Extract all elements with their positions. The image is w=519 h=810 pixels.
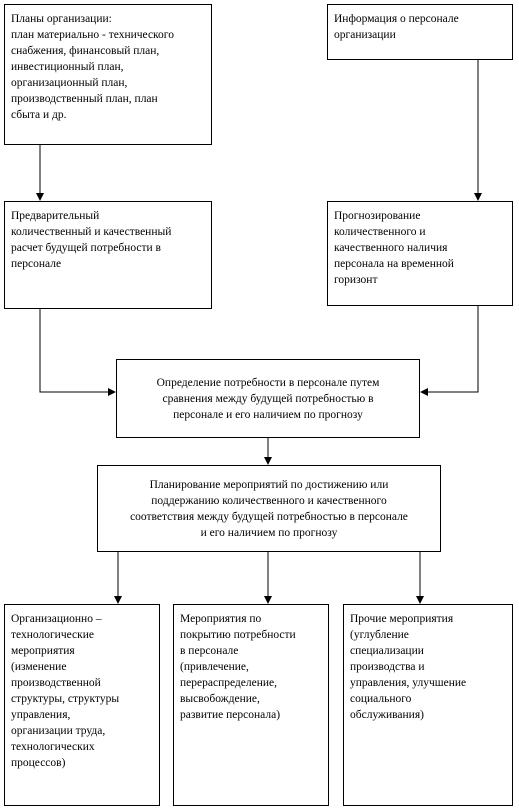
plans-text: Планы организации: план материально - те… <box>11 13 174 121</box>
org-tech-measures-box: Организационно – технологические меропри… <box>4 604 160 806</box>
arrow-preliminary-to-determination <box>39 309 116 396</box>
coverage-measures-text: Мероприятия по покрытию потребности в пе… <box>180 613 296 721</box>
coverage-measures-box: Мероприятия по покрытию потребности в пе… <box>173 604 329 806</box>
forecasting-text: Прогнозирование количественного и качест… <box>334 210 454 286</box>
personnel-info-box: Информация о персонале организации <box>327 4 513 60</box>
forecasting-box: Прогнозирование количественного и качест… <box>327 201 513 306</box>
other-measures-box: Прочие мероприятия (углубление специализ… <box>343 604 513 806</box>
other-measures-text: Прочие мероприятия (углубление специализ… <box>350 613 467 721</box>
measures-planning-text: Планирование мероприятий по достижению и… <box>130 478 408 539</box>
preliminary-calculation-box: Предварительный количественный и качеств… <box>4 201 212 309</box>
preliminary-calculation-text: Предварительный количественный и качеств… <box>11 210 172 270</box>
arrow-forecast-to-determination <box>420 306 479 396</box>
personnel-info-text: Информация о персонале организации <box>334 13 459 41</box>
org-tech-measures-text: Организационно – технологические меропри… <box>11 613 120 769</box>
plans-box: Планы организации: план материально - те… <box>4 4 212 145</box>
need-determination-text: Определение потребности в персонале путе… <box>156 376 380 421</box>
need-determination-box: Определение потребности в персонале путе… <box>116 359 420 438</box>
measures-planning-box: Планирование мероприятий по достижению и… <box>97 465 441 552</box>
